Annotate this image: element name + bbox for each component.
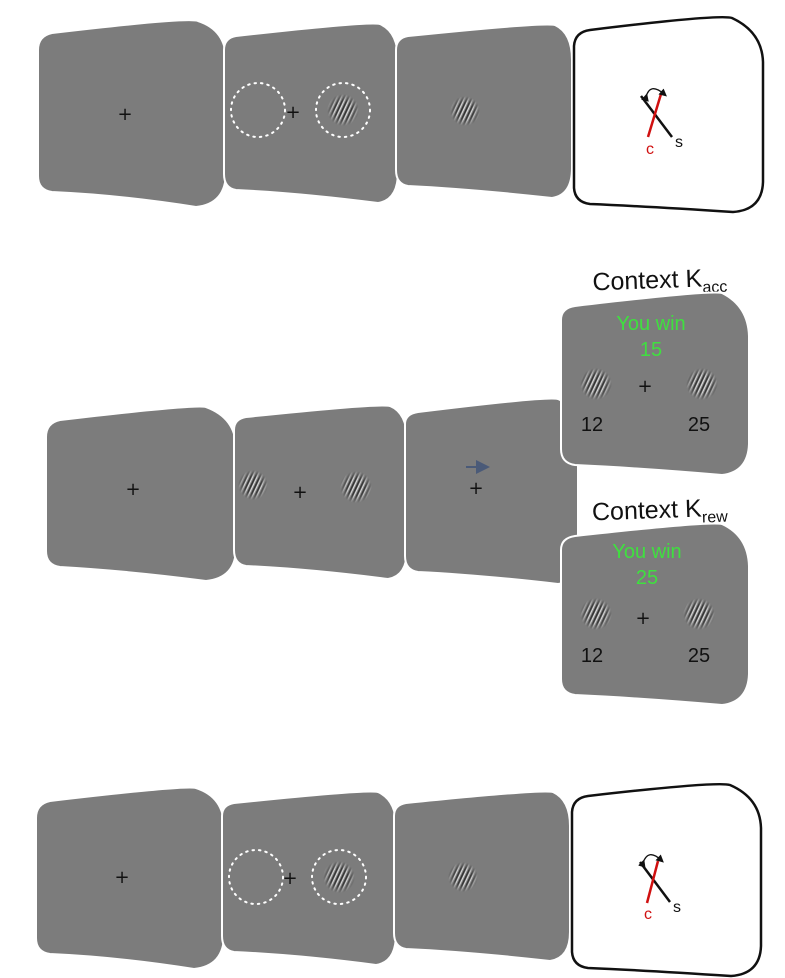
context-rew-right-grating <box>683 598 715 630</box>
bottom-pair-fixation-cross: + <box>282 868 297 889</box>
bottom-stimulus-orientation-line <box>639 861 671 903</box>
context-rew-right-value: 25 <box>688 645 710 667</box>
top-screen-probe <box>395 23 573 200</box>
bottom-response-dial: c s <box>638 854 681 923</box>
context-rew-left-value: 12 <box>581 645 603 667</box>
middle-screen-cue: + <box>404 397 579 586</box>
top-right-location-circle <box>315 82 371 138</box>
top-label-c: c <box>646 141 654 158</box>
middle-row: + + + Context Kacc You win 15 <box>45 265 750 707</box>
bottom-fixation-cross: + <box>114 867 129 888</box>
context-acc-left-grating <box>580 368 612 400</box>
bottom-right-location-circle <box>311 849 367 905</box>
middle-screen-grating-pair: + <box>233 404 408 581</box>
bottom-left-location-circle <box>228 849 284 905</box>
context-rew-left-grating <box>580 598 612 630</box>
middle-screen-fixation: + <box>45 405 237 583</box>
middle-fixation-cross: + <box>125 479 140 500</box>
context-acc-right-grating <box>686 368 718 400</box>
top-response-dial: c s <box>640 88 683 158</box>
middle-cue-fixation-cross: + <box>468 478 483 499</box>
top-right-grating <box>327 94 359 126</box>
context-acc-right-value: 25 <box>688 414 710 436</box>
top-fixation-cross: + <box>117 104 132 125</box>
bottom-probe-grating <box>448 862 478 892</box>
bottom-screen-fixation: + <box>35 786 225 971</box>
bottom-report-line <box>645 860 660 904</box>
top-row: + + c s <box>37 15 765 214</box>
top-rotation-arc-icon <box>641 88 667 102</box>
context-acc-win-amount: 15 <box>640 339 662 361</box>
bottom-screen-probe <box>393 790 571 963</box>
context-acc: Context Kacc You win 15 + 12 25 <box>560 265 750 477</box>
middle-left-grating <box>238 470 268 500</box>
context-rew: Context Krew You win 25 + 12 25 <box>560 494 750 707</box>
top-screen-grating-pair: + <box>223 22 399 205</box>
context-acc-fixation-cross: + <box>637 376 652 397</box>
middle-right-grating <box>340 471 372 503</box>
bottom-row: + + c s <box>35 782 763 978</box>
context-rew-win-amount: 25 <box>636 567 658 589</box>
top-stimulus-orientation-line <box>640 95 673 138</box>
bottom-right-grating <box>323 861 355 893</box>
bottom-label-c: c <box>644 906 652 923</box>
context-rew-win-text: You win <box>612 541 681 563</box>
top-screen-fixation: + <box>37 19 227 209</box>
top-probe-grating <box>450 96 480 126</box>
context-acc-left-value: 12 <box>581 414 603 436</box>
top-screen-response: c s <box>572 15 765 214</box>
bottom-screen-response: c s <box>570 782 763 978</box>
top-left-location-circle <box>230 82 286 138</box>
middle-pair-fixation-cross: + <box>292 482 307 503</box>
context-rew-title: Context Krew <box>591 494 728 531</box>
context-rew-fixation-cross: + <box>635 608 650 629</box>
top-pair-fixation-cross: + <box>285 102 300 123</box>
context-acc-win-text: You win <box>616 313 685 335</box>
bottom-screen-grating-pair: + <box>221 790 397 967</box>
bottom-label-s: s <box>673 899 681 916</box>
top-label-s: s <box>675 134 683 151</box>
bottom-rotation-arc-icon <box>638 854 664 868</box>
